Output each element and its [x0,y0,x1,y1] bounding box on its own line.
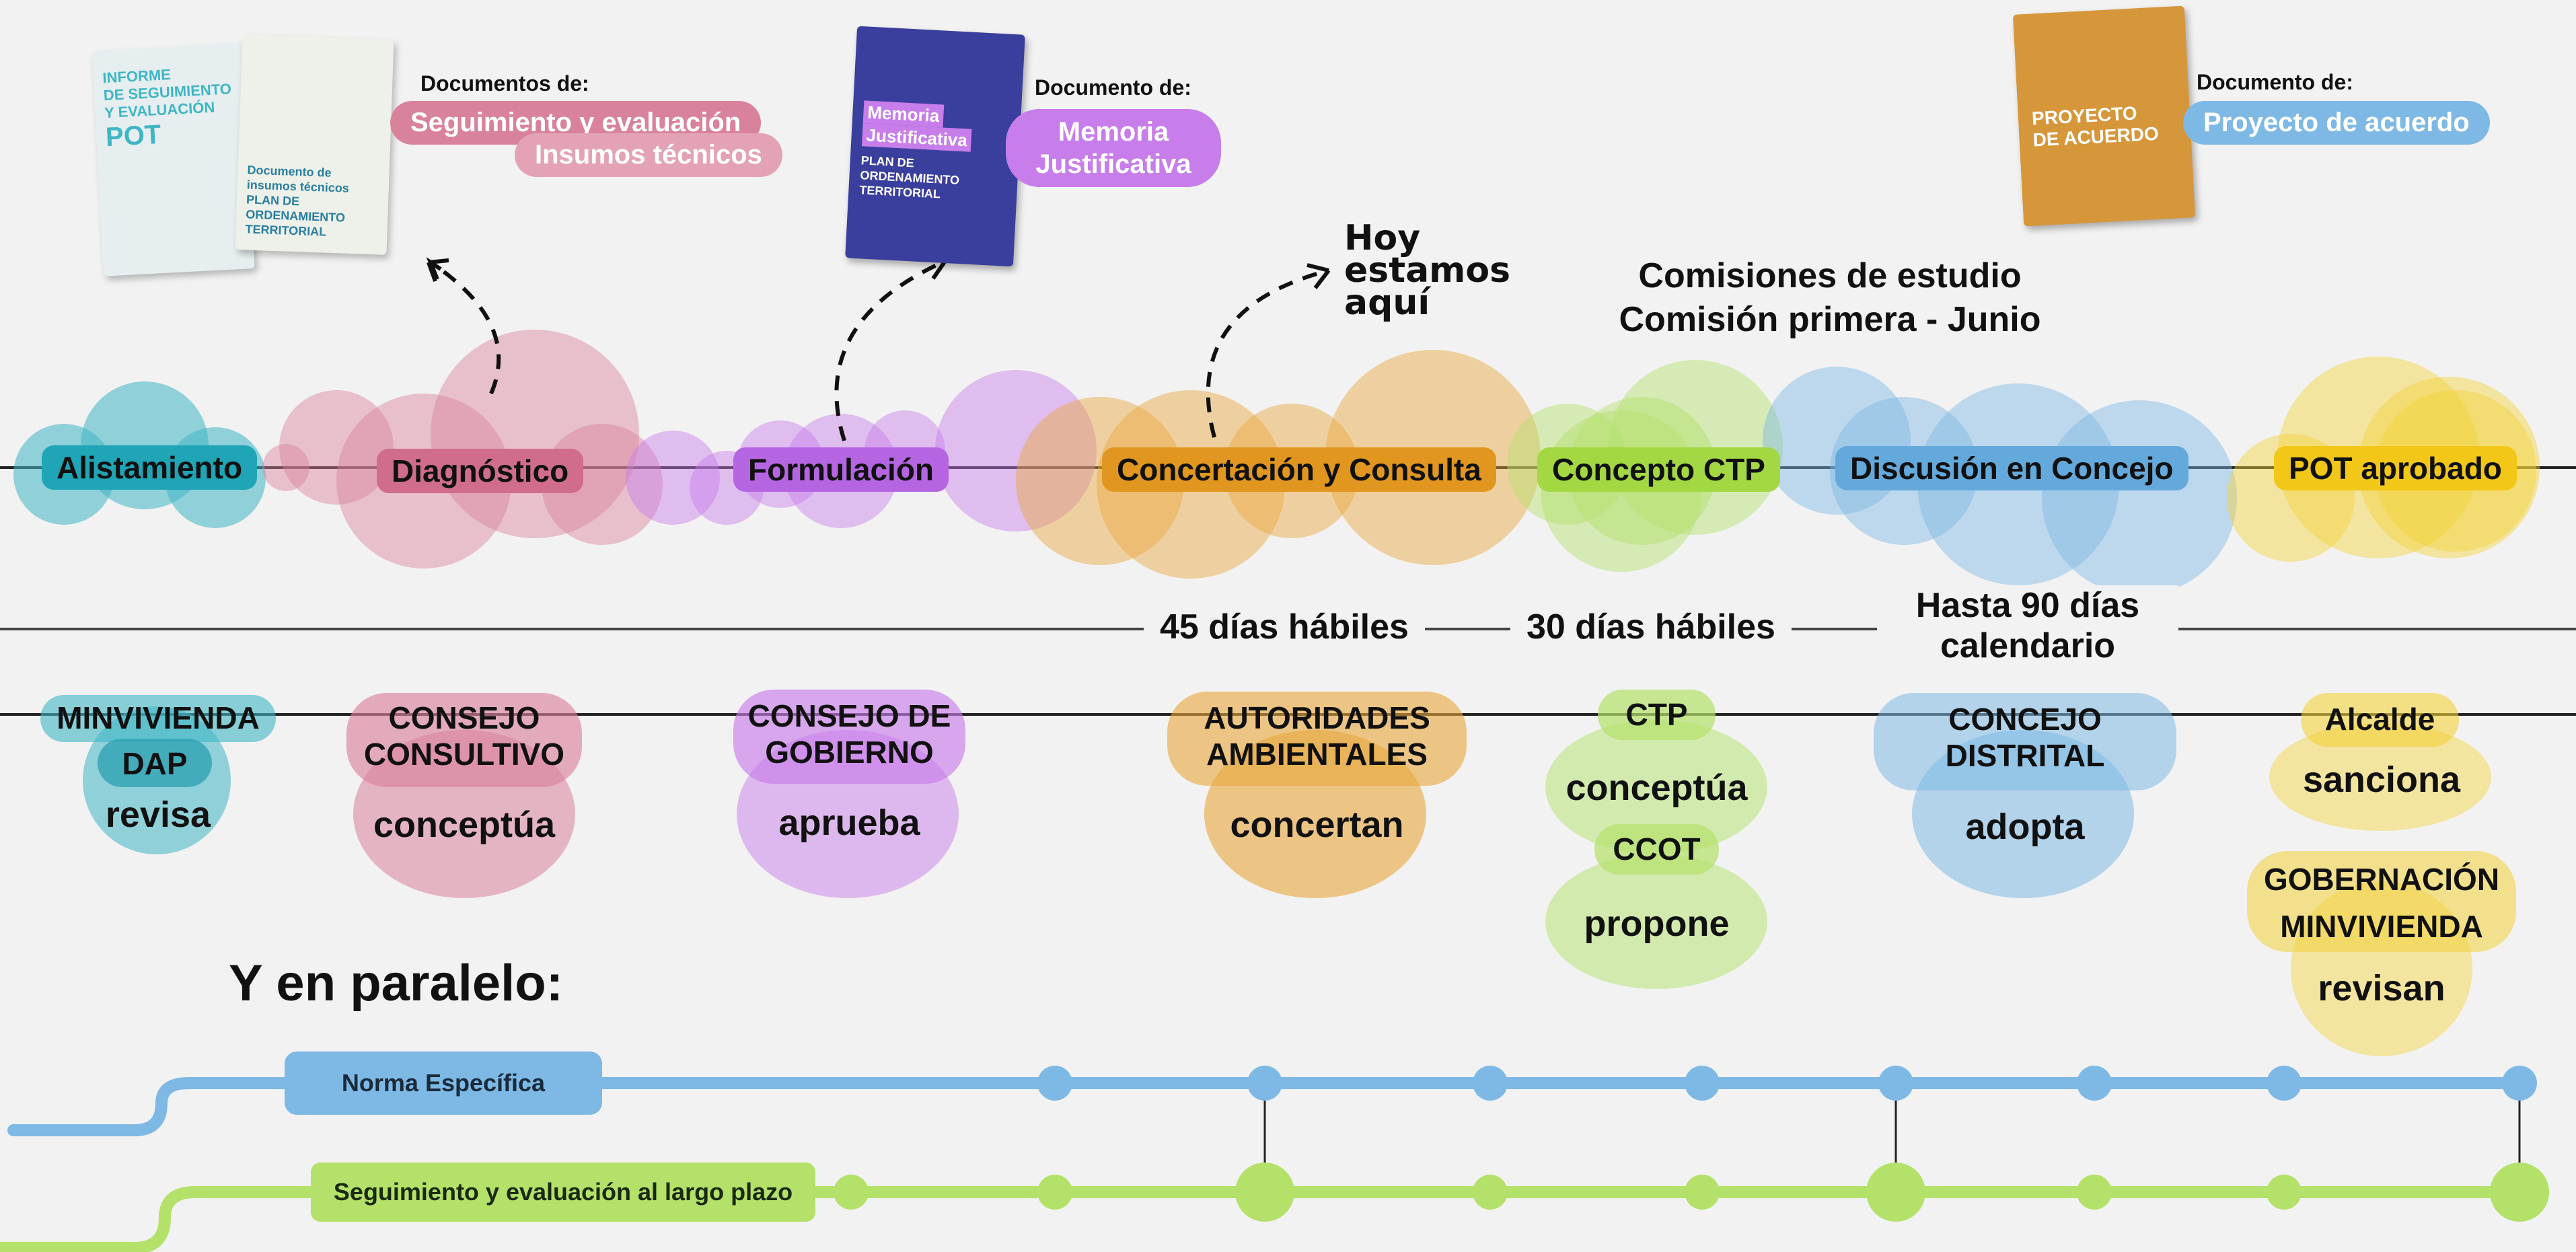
actor-minvivienda-2: MINVIVIENDA [2280,909,2483,944]
stage-alistamiento: Alistamiento [42,445,258,490]
duration-30: 30 días hábiles [1510,607,1792,647]
actor-blobs [40,690,2516,1056]
verb-propone: propone [1584,904,1730,944]
book-cover-insumos: Documento de insumos técnicos PLAN DE OR… [235,34,394,255]
doc-header-3: Documento de: [2197,70,2353,94]
actor-autoridades-ambientales: AUTORIDADES AMBIENTALES [1204,700,1430,772]
stage-pot-aprobado: POT aprobado [2274,446,2517,490]
verb-sanciona: sanciona [2302,760,2461,800]
verb-revisan: revisan [2318,968,2445,1008]
doc-header-2: Documento de: [1035,75,1191,100]
actor-concejo-distrital: CONCEJO DISTRITAL [1945,702,2105,773]
doc-pill-proyecto: Proyecto de acuerdo [2183,101,2490,145]
stage-concepto-ctp: Concepto CTP [1537,447,1780,492]
stage-formulacion: Formulación [733,447,949,492]
book-line: POT [104,119,162,153]
stage-diagnostico: Diagnóstico [377,449,584,493]
verb-conceptua-ctp: conceptúa [1566,768,1748,808]
verb-conceptua: conceptúa [373,805,556,845]
actor-dap: DAP [122,746,188,781]
book-cover-memoria: Memoria Justificativa PLAN DE ORDENAMIEN… [845,26,1025,267]
doc-pill-insumos: Insumos técnicos [515,133,782,177]
actor-minvivienda: MINVIVIENDA [57,700,260,735]
verb-aprueba: aprueba [778,803,920,843]
commissions-line-1: Comisiones de estudio [1638,256,2022,295]
seguimiento-dots [834,1163,2549,1222]
book-cover-seguimiento: INFORME DE SEGUIMIENTO Y EVALUACIÓN POT [91,43,255,277]
actor-consejo-consultivo: CONSEJO CONSULTIVO [363,700,565,772]
parallel-title: Y en paralelo: [229,955,564,1012]
actor-gobernacion: GOBERNACIÓN [2263,862,2500,897]
track-seguimiento: Seguimiento y evaluación al largo plazo [311,1163,815,1222]
duration-90: Hasta 90 días calendario [1877,585,2178,666]
actor-ctp: CTP [1625,697,1688,732]
doc-header-1: Documentos de: [420,71,589,96]
actor-consejo-gobierno: CONSEJO DE GOBIERNO [747,698,951,770]
verb-revisa: revisa [105,795,211,835]
book-cover-proyecto: PROYECTO DE ACUERDO [2012,5,2196,227]
norma-dots [1037,1066,2537,1101]
stage-concertacion: Concertación y Consulta [1102,447,1496,492]
actor-alcalde: Alcalde [2324,702,2435,737]
duration-45: 45 días hábiles [1144,607,1425,647]
verb-concertan: concertan [1230,805,1404,845]
actor-ccot: CCOT [1613,832,1701,867]
verb-adopta: adopta [1965,807,2085,847]
stage-bubbles [13,330,2540,595]
current-position-label: Hoy estamos aquí [1344,218,1511,323]
stage-discusion-concejo: Discusión en Concejo [1835,446,2188,490]
commissions-line-2: Comisión primera - Junio [1619,300,2041,339]
track-norma-especifica: Norma Específica [285,1052,602,1115]
book-line: Justificativa [861,123,972,152]
doc-pill-memoria: Memoria Justificativa [1006,109,1221,187]
